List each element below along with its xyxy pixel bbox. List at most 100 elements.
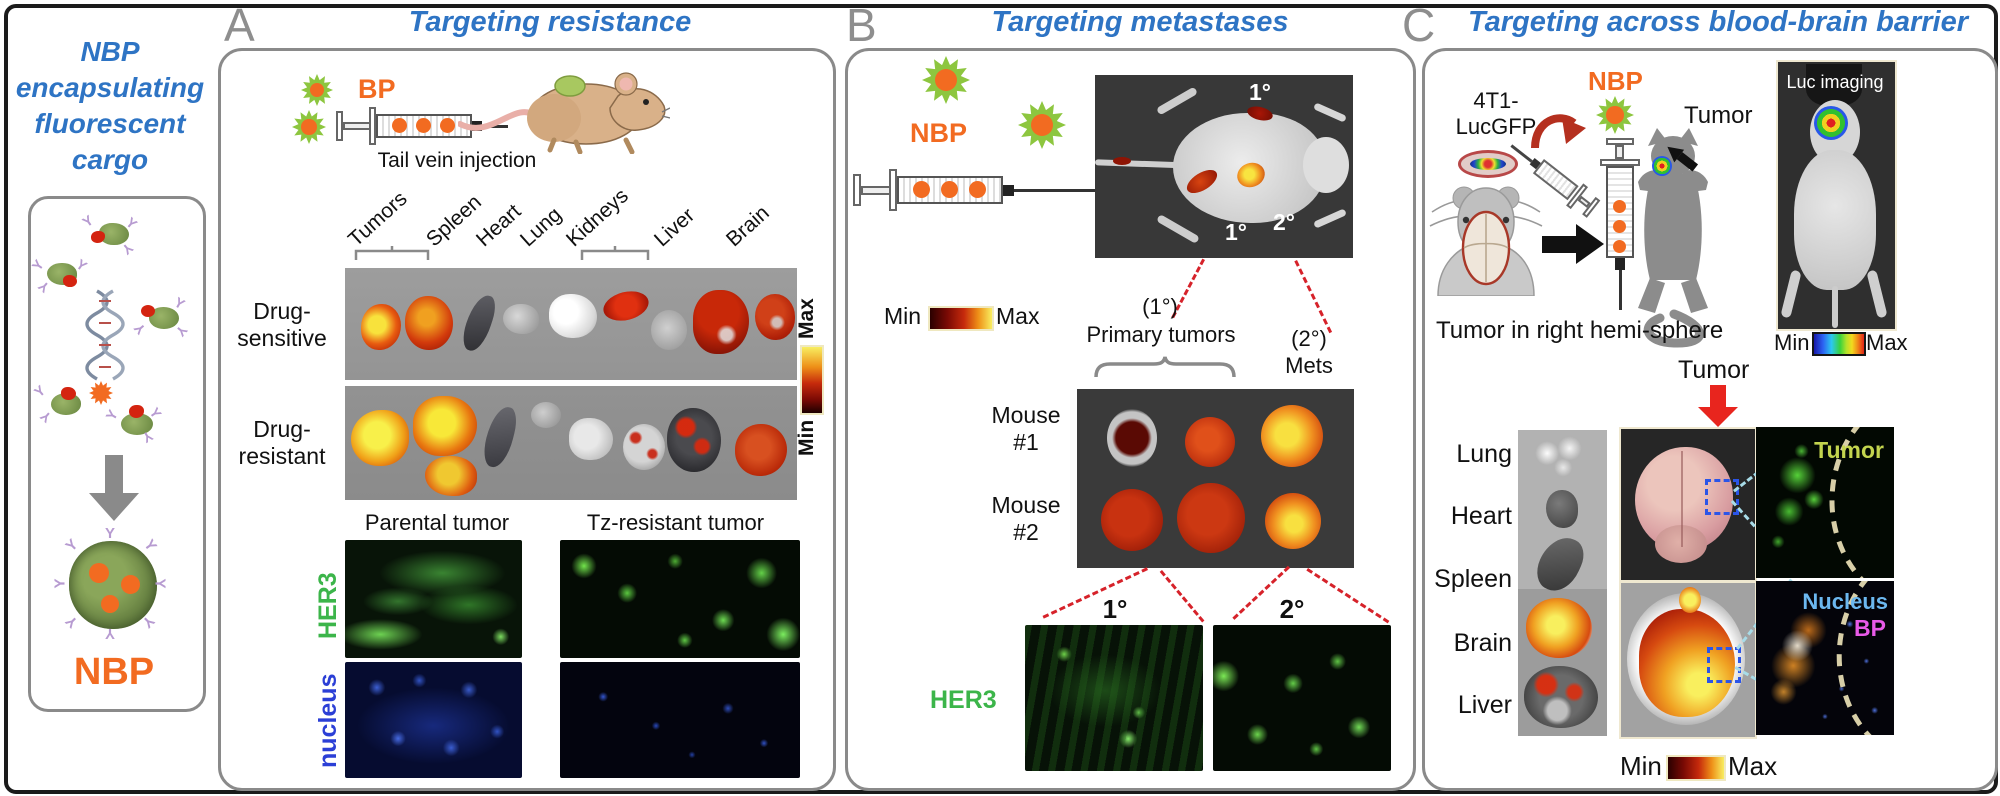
panel-b-letter: B bbox=[846, 0, 877, 51]
bp-overlay-label: BP bbox=[1854, 615, 1886, 641]
nbp-label: NBP bbox=[1588, 66, 1643, 96]
mouse2-label: Mouse #2 bbox=[991, 492, 1061, 545]
spleen-blob bbox=[1530, 530, 1590, 598]
mouse-head bbox=[1303, 137, 1349, 193]
mets-paren-label: (2°) bbox=[1291, 326, 1327, 351]
antibody-complex-icon: Y Y Y bbox=[102, 399, 167, 447]
panel-c-title: Targeting across blood-brain barrier bbox=[1467, 6, 1969, 38]
luc-min-label: Min bbox=[1774, 330, 1810, 355]
antibody-y: Y bbox=[51, 578, 69, 589]
colorbar-max-label: Max bbox=[795, 298, 818, 340]
green-blob bbox=[121, 413, 153, 435]
cargo-dot bbox=[89, 563, 109, 583]
liver-blob bbox=[1524, 666, 1598, 728]
red-down-arrow-icon bbox=[1698, 385, 1738, 429]
tumor-blob bbox=[1185, 417, 1235, 467]
primary-paren-label: (1°) bbox=[1142, 294, 1178, 319]
antibody-y: Y bbox=[151, 578, 169, 589]
micrograph-her3-tz bbox=[560, 540, 800, 658]
primary-tumors-label: Primary tumors bbox=[1086, 322, 1236, 347]
her3-label: HER3 bbox=[930, 686, 997, 714]
kidney-blob bbox=[600, 286, 652, 326]
mouse-tail bbox=[1832, 286, 1838, 328]
panel-a-letter: A bbox=[224, 0, 255, 51]
brain-signal-blob bbox=[1639, 609, 1735, 717]
nbp-label: NBP bbox=[910, 118, 968, 148]
organ-label-spleen: Spleen bbox=[1434, 565, 1512, 593]
organ-image-drug-resistant bbox=[345, 386, 797, 500]
tumor-arrow-label: Tumor bbox=[1678, 356, 1750, 384]
spleen-blob bbox=[458, 291, 500, 355]
petri-dish-icon bbox=[1458, 150, 1518, 178]
antibody-y: Y bbox=[105, 625, 116, 642]
antibody-y: Y bbox=[102, 406, 121, 424]
tumor-blob bbox=[405, 296, 453, 350]
tail-vein-caption: Tail vein injection bbox=[377, 149, 537, 172]
red-blob bbox=[63, 275, 77, 287]
liver-blob bbox=[693, 290, 749, 354]
brain-blob bbox=[755, 294, 795, 340]
organ-label-brain: Brain bbox=[1453, 629, 1512, 657]
mouse-leg bbox=[1155, 86, 1199, 116]
mets-site-label: 2° bbox=[1273, 209, 1295, 235]
syringe-icon bbox=[336, 102, 508, 150]
tumor-grid-image bbox=[1077, 389, 1354, 568]
luc-imaging-photo: Luc imaging bbox=[1776, 60, 1897, 331]
cargo-dot bbox=[121, 575, 140, 594]
antibody-y: Y bbox=[140, 536, 160, 555]
antibody-y: Y bbox=[62, 535, 82, 556]
antibody-complex-icon: Y Y Y bbox=[28, 253, 93, 299]
drug-resistant-label: Drug- resistant bbox=[238, 416, 326, 469]
mouse-photo: 1° 1° 2° bbox=[1095, 75, 1353, 258]
tz-resistant-header: Tz-resistant tumor bbox=[586, 510, 765, 535]
antibody-y: Y bbox=[30, 381, 49, 401]
left-intro-section: NBP encapsulating fluorescent cargo Y Y … bbox=[8, 8, 212, 788]
colorbar-horizontal bbox=[928, 306, 994, 331]
antibody-y: Y bbox=[171, 293, 188, 313]
organ-label-lung: Lung bbox=[1456, 440, 1512, 468]
mouse-leg bbox=[1313, 102, 1347, 123]
brain-fluorescence-image bbox=[1619, 581, 1757, 739]
cell-line-label: 4T1- LucGFP bbox=[1455, 88, 1537, 139]
antibody-y: Y bbox=[139, 427, 156, 447]
syringe-icon bbox=[853, 164, 1098, 216]
bp-label: BP bbox=[358, 74, 396, 104]
tumor-pointer-label: Tumor bbox=[1684, 102, 1753, 129]
red-blob bbox=[61, 387, 76, 400]
left-title: NBP encapsulating fluorescent cargo bbox=[10, 34, 210, 178]
tumor-gfp-micrograph: Tumor bbox=[1756, 427, 1894, 578]
antibody-y: Y bbox=[118, 239, 137, 259]
syringe-icon-vertical bbox=[1598, 138, 1642, 310]
heart-blob bbox=[1546, 490, 1578, 528]
luc-max-label: Max bbox=[1866, 330, 1908, 355]
red-blob bbox=[129, 405, 144, 418]
lung-blob bbox=[549, 294, 597, 338]
kidneys-bracket bbox=[580, 246, 650, 260]
tumor-signal bbox=[1113, 157, 1131, 165]
mouse-body bbox=[1794, 150, 1876, 290]
curved-arrow-icon bbox=[1531, 114, 1586, 149]
antibody-y: Y bbox=[130, 320, 149, 338]
micrograph-nucleus-tz bbox=[560, 662, 800, 778]
boundary-dashed-arc bbox=[1836, 581, 1872, 735]
colorbar-min-label: Min bbox=[884, 303, 922, 329]
colorbar-horizontal bbox=[1666, 755, 1726, 781]
antibody-complex-icon: Y Y Y bbox=[79, 212, 143, 259]
colorbar-min-label: Min bbox=[795, 419, 818, 457]
tumor-blob bbox=[361, 304, 401, 350]
antibody-y: Y bbox=[62, 611, 82, 632]
tumor-blob bbox=[425, 456, 477, 496]
luc-imaging-label: Luc imaging bbox=[1786, 72, 1884, 92]
mouse-cartoon bbox=[458, 72, 670, 154]
nanoparticle-core bbox=[69, 541, 157, 629]
brain-signal-hotspot bbox=[1679, 587, 1701, 613]
red-blob bbox=[141, 305, 155, 317]
colorbar-vertical bbox=[800, 345, 824, 415]
spleen-blob bbox=[479, 403, 521, 471]
mouse1-label: Mouse #1 bbox=[991, 402, 1061, 455]
luc-colorbar bbox=[1812, 332, 1866, 356]
nose-cone bbox=[1806, 64, 1862, 106]
green-blob bbox=[149, 307, 179, 329]
right-arrow-icon bbox=[1542, 224, 1606, 264]
